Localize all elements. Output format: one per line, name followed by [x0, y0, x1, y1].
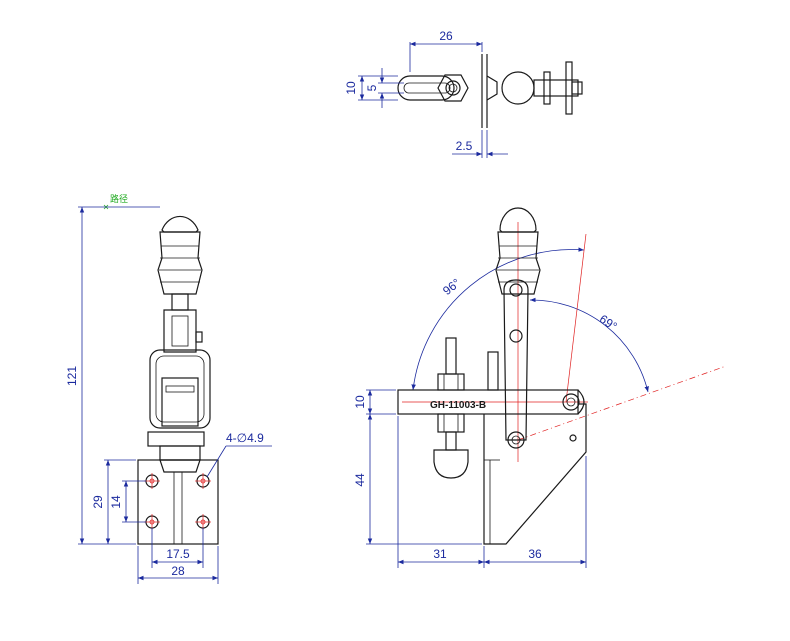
front-view: 路径 — [65, 193, 272, 584]
top-dim-height: 10 — [344, 81, 358, 95]
front-hole-callout: 4-∅4.9 — [226, 431, 264, 445]
top-dim-offset: 2.5 — [456, 139, 473, 153]
top-view: 26 10 5 2.5 — [344, 29, 583, 158]
front-dim-hole-inner: 14 — [109, 495, 123, 509]
front-dim-total-height: 121 — [65, 366, 79, 386]
side-angle-open: 96° — [440, 276, 463, 298]
front-dim-hole-spacing-v: 29 — [91, 495, 105, 509]
side-dim-right: 36 — [528, 547, 542, 561]
side-angle-handle: 69° — [597, 312, 620, 334]
side-dim-base-height: 44 — [353, 473, 367, 487]
top-dim-width: 26 — [439, 29, 453, 43]
side-dim-left: 31 — [433, 547, 447, 561]
side-dim-bar-thickness: 10 — [353, 395, 367, 409]
front-dim-hole-spacing-h: 17.5 — [166, 547, 190, 561]
front-dim-base-width: 28 — [171, 564, 185, 578]
side-view: 96° 69° — [353, 207, 727, 568]
top-dim-inner: 5 — [365, 84, 379, 91]
front-note: 路径 — [110, 193, 128, 204]
side-model-label: GH-11003-B — [430, 400, 486, 411]
